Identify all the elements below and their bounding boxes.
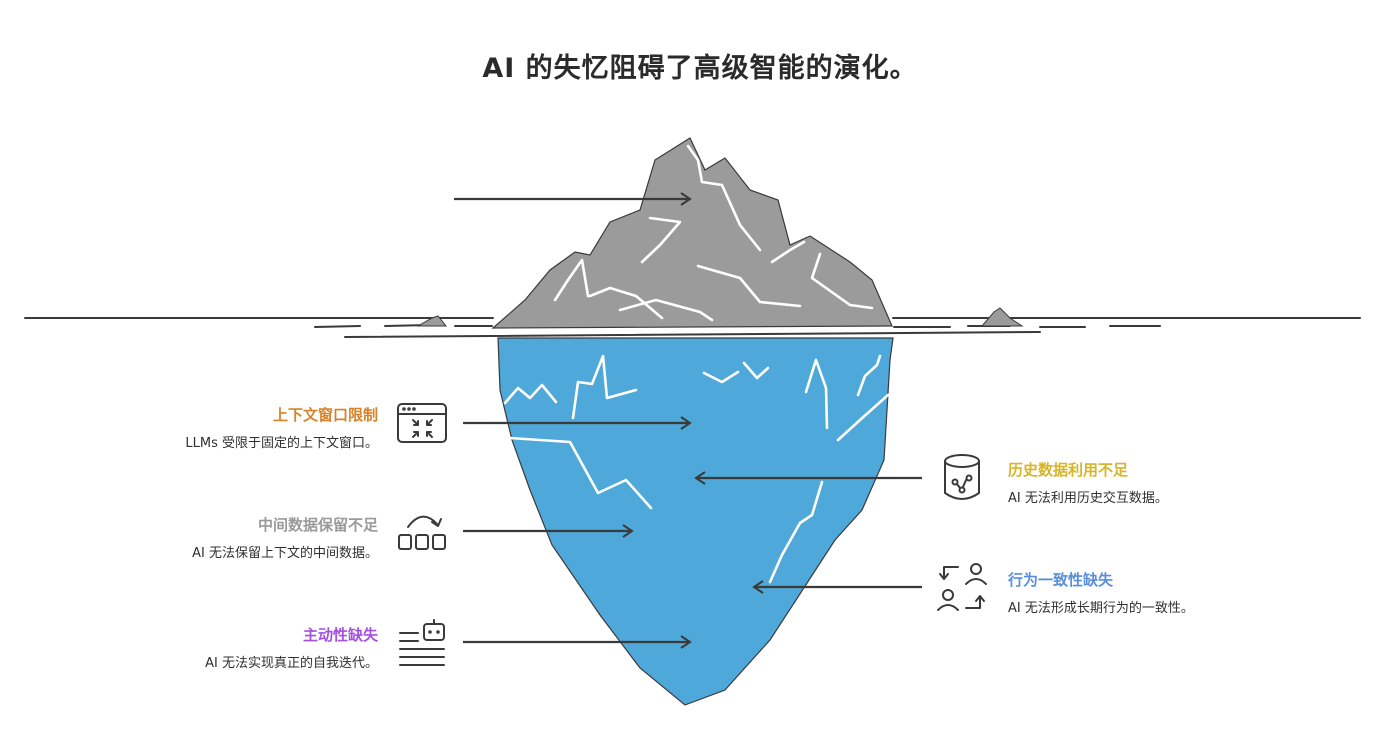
above-cracks	[553, 144, 874, 322]
ice-chunk-left	[416, 315, 448, 327]
item-desc-behavior-consistency: AI 无法形成长期行为的一致性。	[1008, 601, 1194, 616]
underwater-cracks	[503, 354, 890, 584]
iceberg-submerged	[497, 337, 894, 706]
item-title-behavior-consistency: 行为一致性缺失	[1008, 571, 1114, 589]
item-title-context-window: 上下文窗口限制	[272, 406, 378, 424]
item-title-proactivity: 主动性缺失	[302, 626, 378, 644]
item-desc-intermediate-data: AI 无法保留上下文的中间数据。	[192, 546, 378, 561]
window-compress-icon	[397, 403, 447, 443]
robot-list-icon	[399, 619, 445, 666]
page-title: AI 的失忆阻碍了高级智能的演化。	[482, 53, 918, 84]
item-title-intermediate-data: 中间数据保留不足	[257, 516, 378, 534]
item-title-history-data: 历史数据利用不足	[1008, 461, 1129, 479]
item-desc-proactivity: AI 无法实现真正的自我迭代。	[205, 656, 378, 671]
user-swap-icon	[937, 563, 987, 611]
iceberg-above	[491, 137, 893, 329]
item-desc-context-window: LLMs 受限于固定的上下文窗口。	[185, 436, 378, 451]
ice-chunk-right	[980, 307, 1024, 327]
item-desc-history-data: AI 无法利用历史交互数据。	[1008, 491, 1168, 506]
shift-boxes-icon	[398, 515, 446, 550]
database-icon	[944, 454, 980, 500]
